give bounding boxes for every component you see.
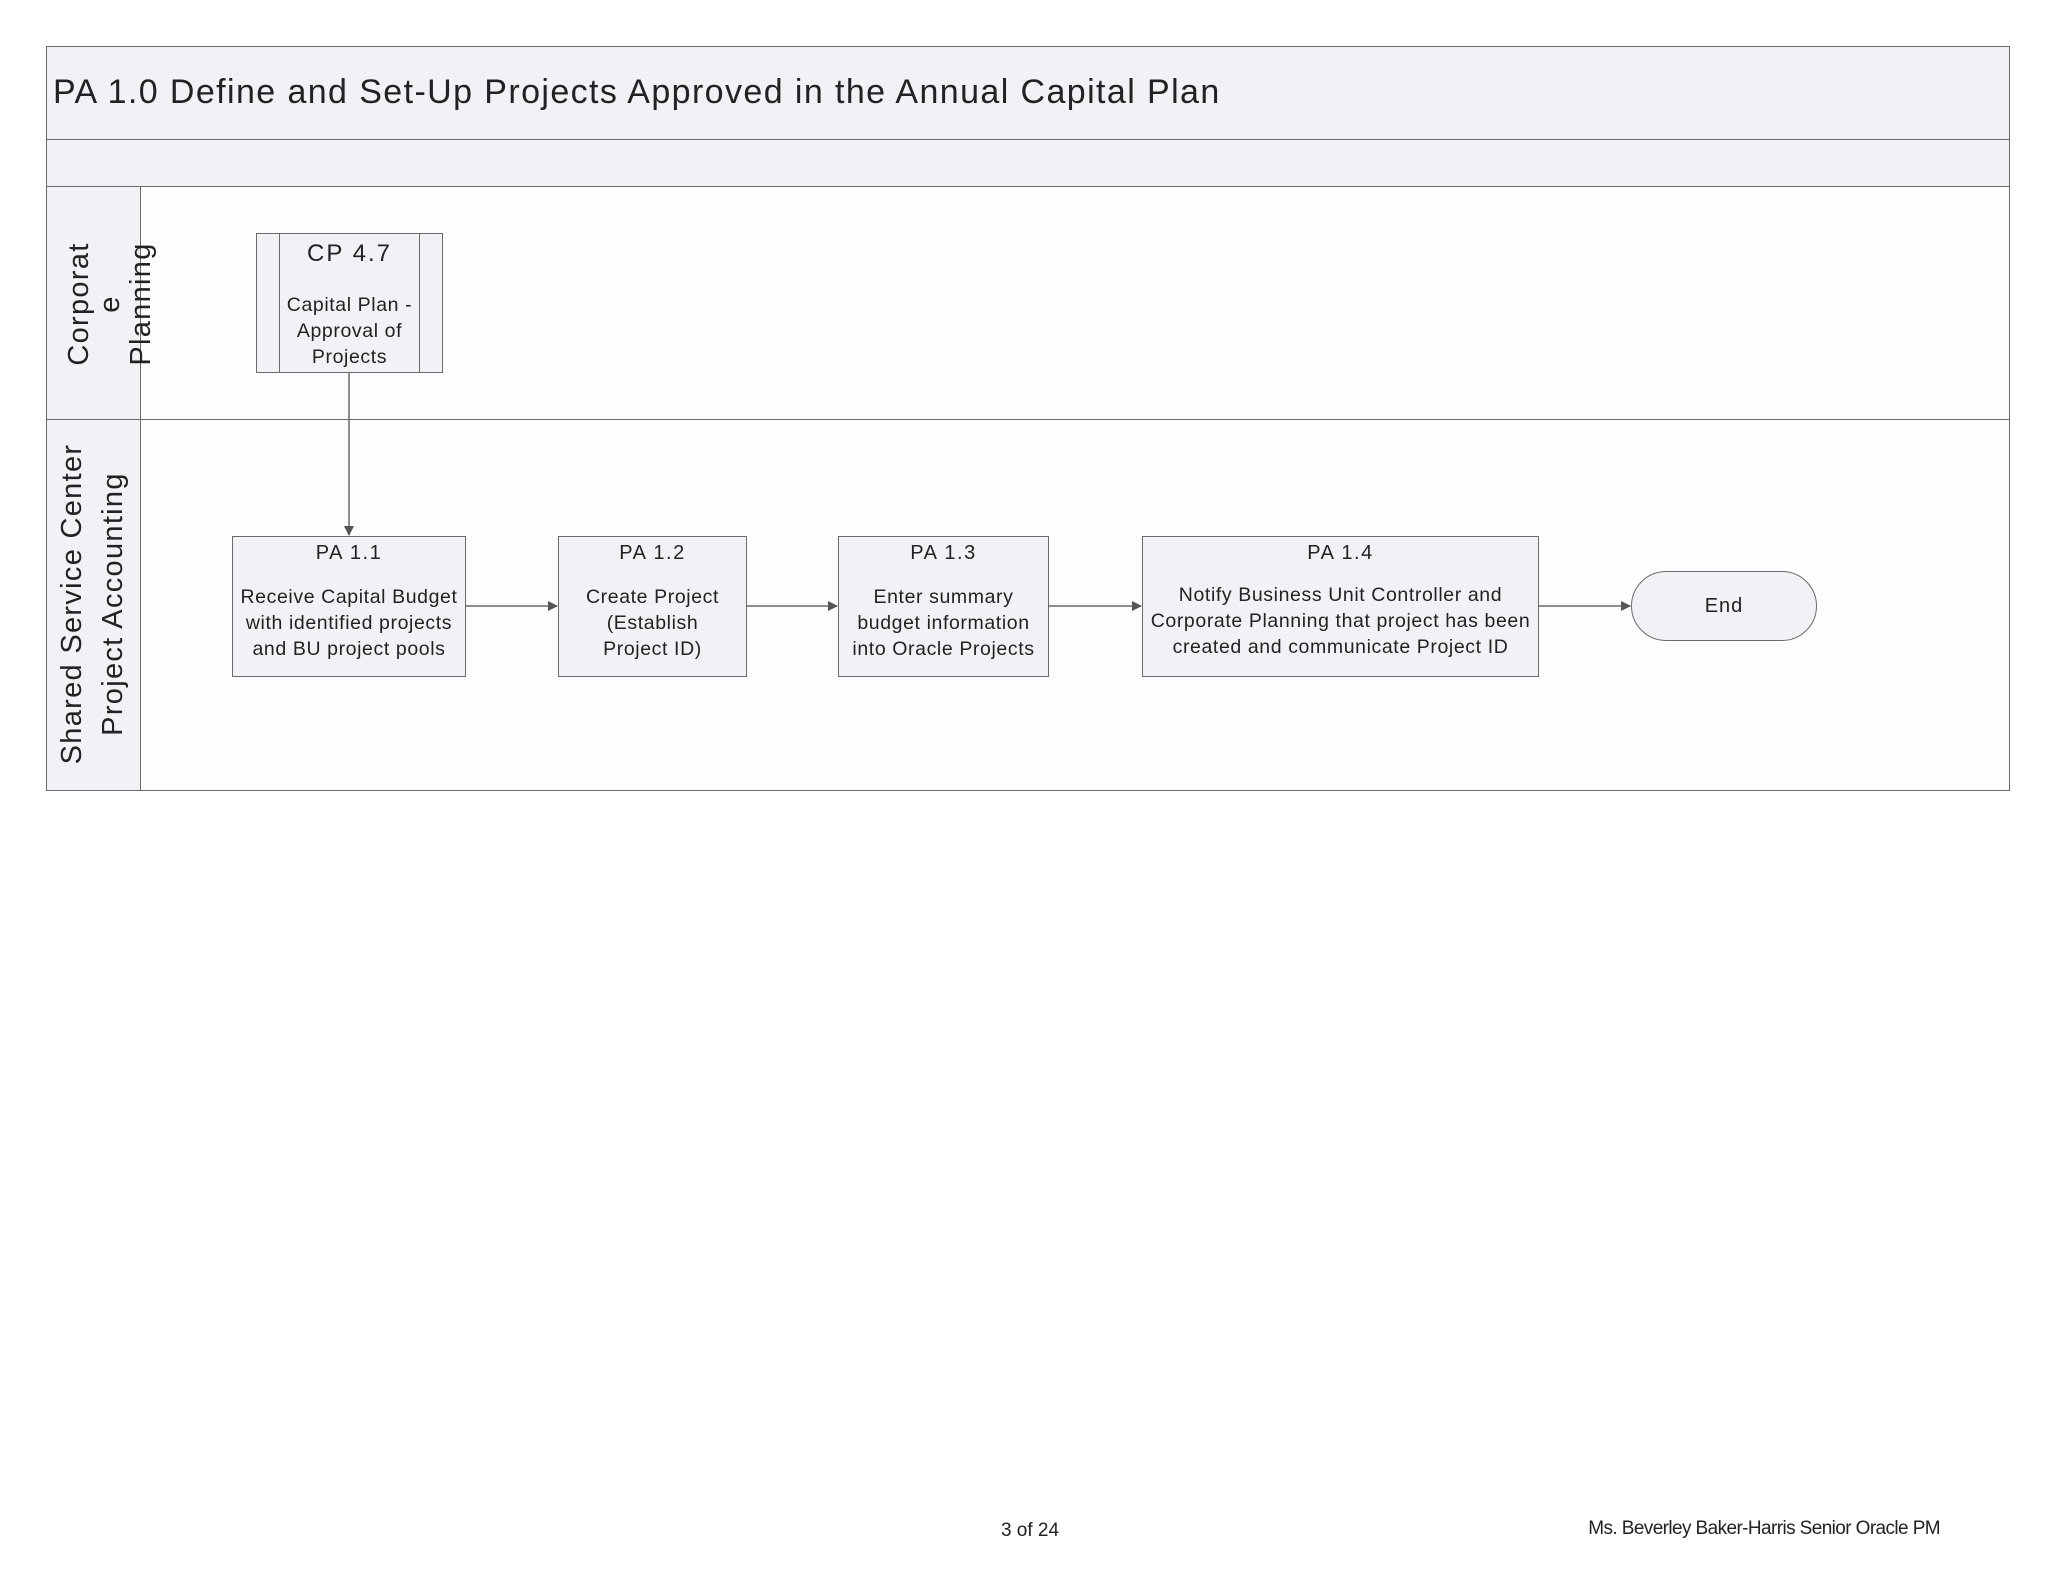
page-number: 3 of 24 <box>1000 1520 1060 1541</box>
process-step-pa-1-2[interactable]: PA 1.2 Create Project (Establish Project… <box>558 536 747 677</box>
step-id: PA 1.4 <box>1307 542 1374 564</box>
end-label: End <box>1704 595 1744 617</box>
diagram-title: PA 1.0 Define and Set-Up Projects Approv… <box>53 73 1221 111</box>
step-desc: Notify Business Unit Controller and Corp… <box>1150 584 1531 658</box>
subprocess-left-bar <box>279 234 280 372</box>
footer-author: Ms. Beverley Baker-Harris Senior Oracle … <box>1588 1518 1940 1539</box>
step-desc: Receive Capital Budget with identified p… <box>240 586 458 660</box>
process-step-pa-1-3[interactable]: PA 1.3 Enter summary budget information … <box>838 536 1049 677</box>
step-id: PA 1.3 <box>910 542 977 564</box>
lane-header-shared-service-center: Shared Service Center Project Accounting <box>46 419 141 791</box>
diagram-title-bar: PA 1.0 Define and Set-Up Projects Approv… <box>46 46 2010 140</box>
end-terminal[interactable]: End <box>1631 571 1817 641</box>
subprocess-right-bar <box>419 234 420 372</box>
step-id: PA 1.2 <box>619 542 686 564</box>
step-desc: Create Project (Establish Project ID) <box>585 586 720 660</box>
process-step-pa-1-1[interactable]: PA 1.1 Receive Capital Budget with ident… <box>232 536 466 677</box>
step-desc: Enter summary budget information into Or… <box>852 586 1035 660</box>
subprocess-desc: Capital Plan - Approval of Projects <box>286 294 413 368</box>
subprocess-cp-4-7[interactable]: CP 4.7 Capital Plan - Approval of Projec… <box>256 233 443 373</box>
step-id: PA 1.1 <box>315 542 383 564</box>
subprocess-id: CP 4.7 <box>307 240 392 267</box>
lane-header-corporate-planning: Corporat e Planning <box>46 186 157 420</box>
process-step-pa-1-4[interactable]: PA 1.4 Notify Business Unit Controller a… <box>1142 536 1539 677</box>
